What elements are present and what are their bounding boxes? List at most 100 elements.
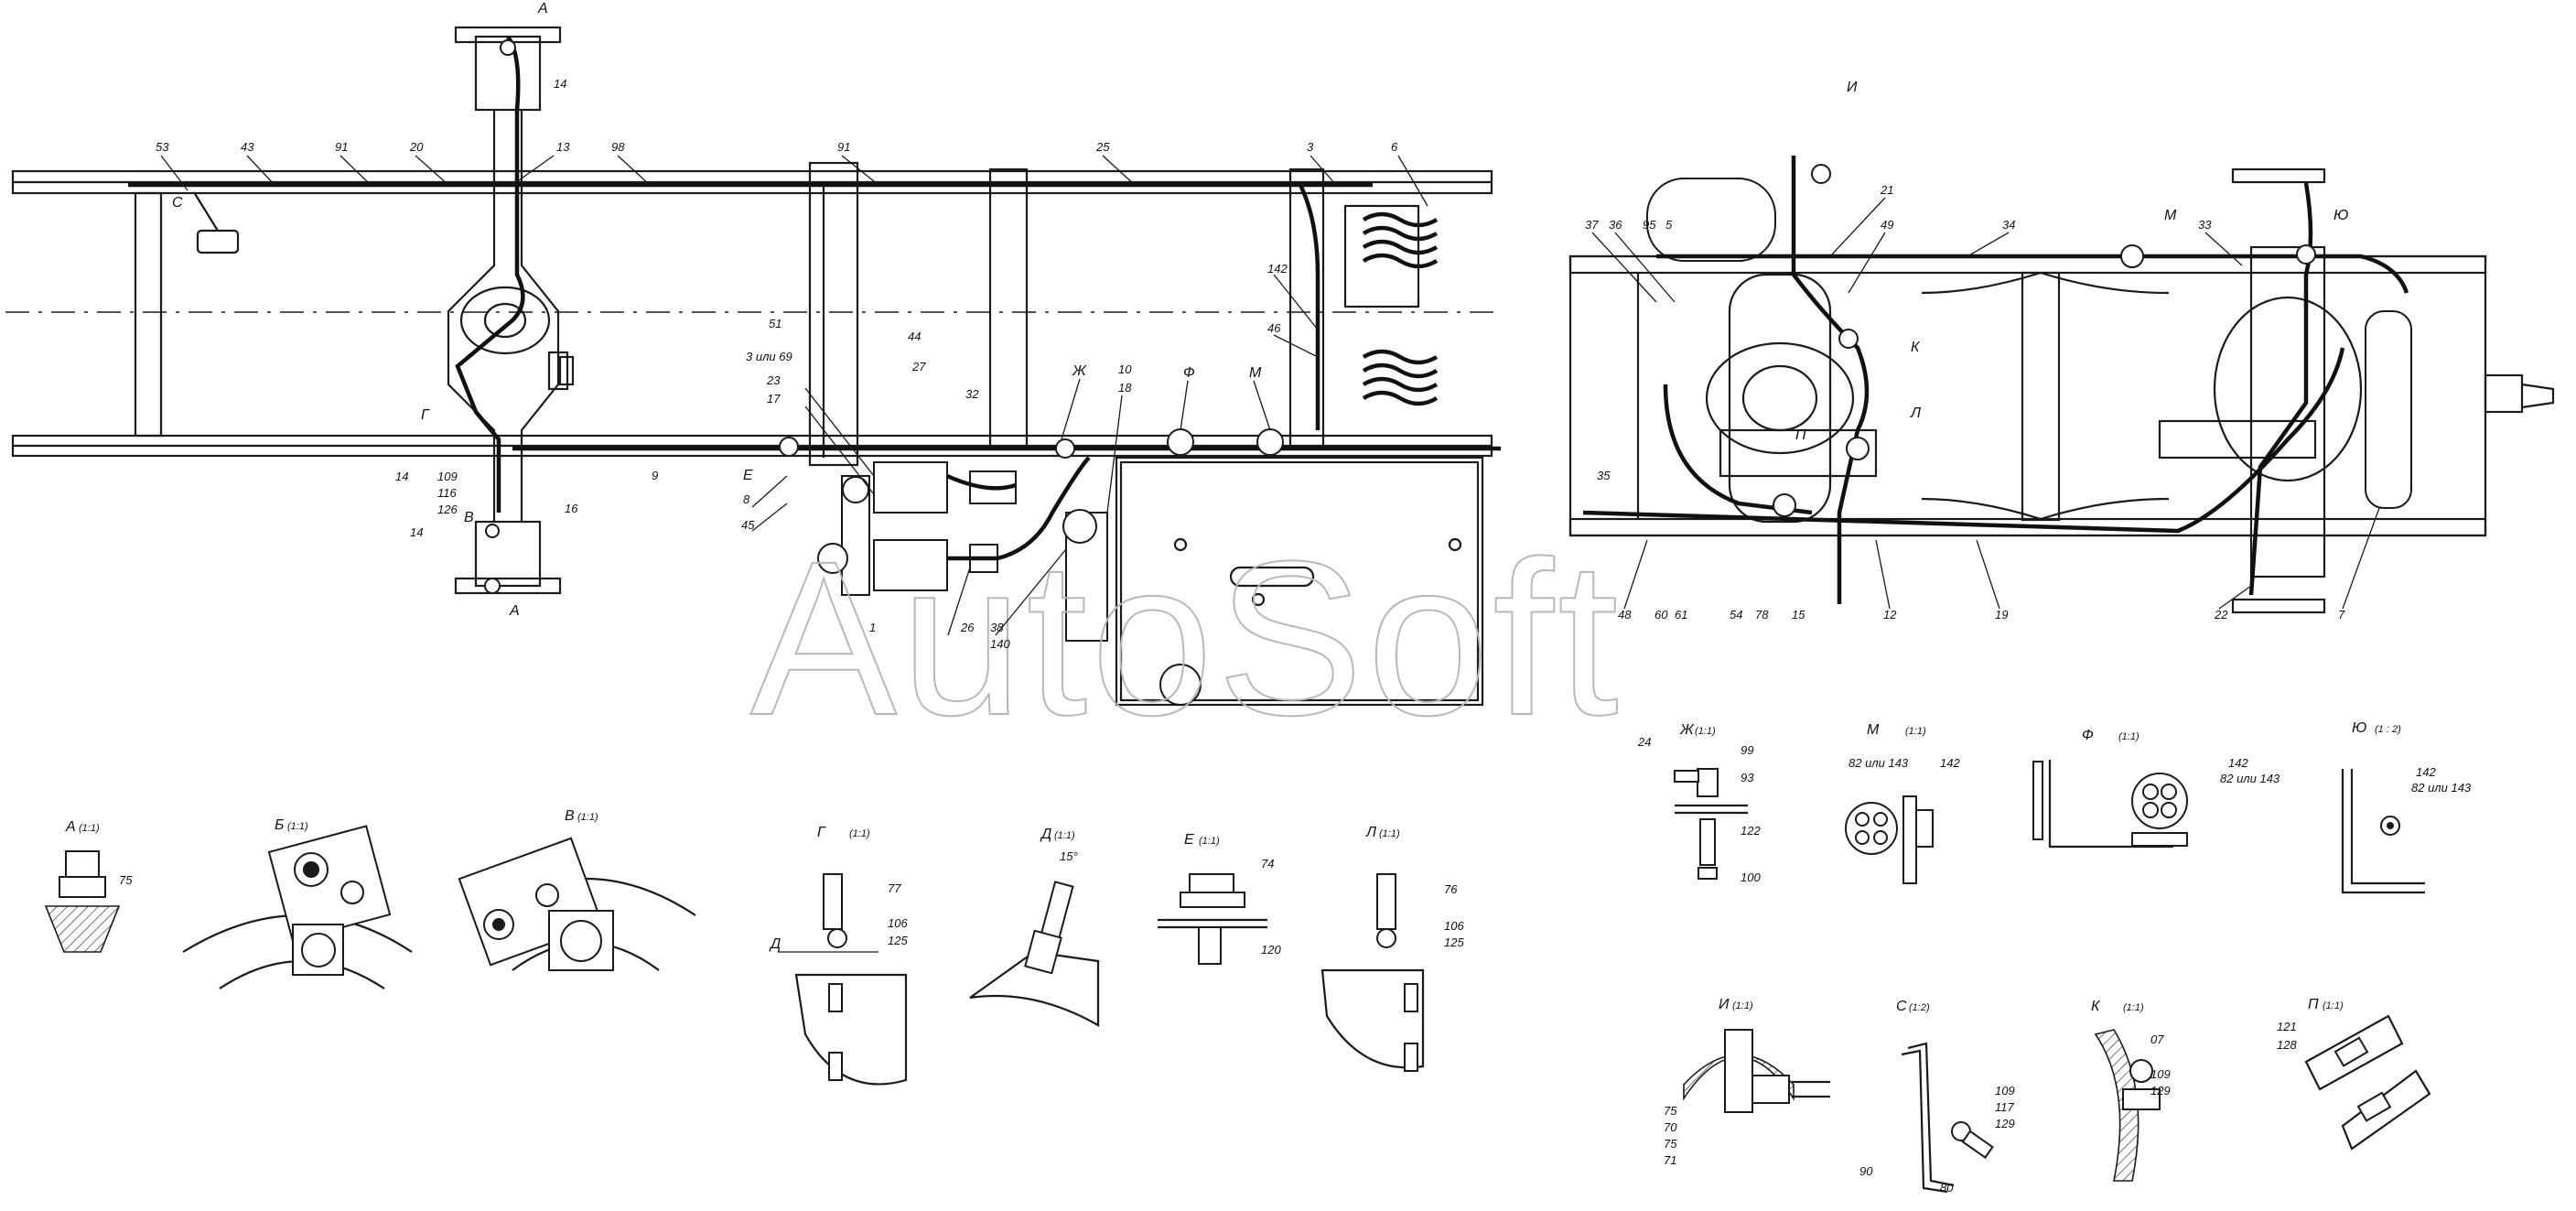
detail-view-titles: А (1:1) 75 Б (1:1) В (1:1) Г (1:1) 77 10… [65, 720, 2472, 1195]
view-V-scale: (1:1) [577, 812, 598, 823]
callout-91-b: 91 [837, 140, 850, 154]
view-Zh-part-93: 93 [1741, 771, 1754, 784]
view-E-part-74: 74 [1261, 857, 1274, 870]
callout-49: 49 [1881, 218, 1893, 232]
view-D-angle: 15° [1060, 849, 1078, 863]
right-chassis-view [1568, 156, 2555, 614]
callout-Zh: Ж [1072, 363, 1087, 379]
callout-5: 5 [1665, 218, 1673, 232]
callout-6: 6 [1391, 140, 1398, 154]
view-B [182, 825, 413, 989]
view-Zh-part-100: 100 [1741, 870, 1761, 884]
view-S [1901, 1042, 1994, 1194]
view-Zh-part-24: 24 [1637, 735, 1651, 749]
view-P-title: П [2308, 997, 2319, 1012]
callouts-left: 53 43 91 20 13 98 91 25 3 6 14 А С 142 4… [156, 1, 1398, 651]
callout-M: М [1249, 365, 1262, 381]
view-G-part-125: 125 [888, 934, 908, 947]
valve-cluster [817, 456, 1091, 596]
callout-109: 109 [437, 470, 458, 483]
view-V-title: В [565, 808, 575, 824]
view-G-section: Д [769, 936, 781, 952]
callout-95: 95 [1643, 218, 1656, 232]
view-Yu-part-82: 82 или 143 [2411, 781, 2472, 795]
callout-G: Г [421, 407, 430, 423]
view-G-title: Г [817, 825, 826, 840]
callout-13: 13 [556, 140, 570, 154]
callout-E: Е [743, 468, 753, 483]
view-L-scale: (1:1) [1379, 828, 1400, 839]
callout-F: Ф [1183, 365, 1195, 381]
view-G [778, 873, 908, 1086]
view-F-scale: (1:1) [2118, 731, 2139, 742]
view-A-scale: (1:1) [79, 823, 100, 834]
callout-18: 18 [1118, 381, 1132, 395]
callout-10: 10 [1118, 362, 1132, 376]
callout-19: 19 [1995, 608, 2008, 622]
view-Zh [1674, 768, 1748, 880]
view-M [1845, 795, 1934, 884]
view-I-part-75: 75 [1664, 1104, 1677, 1118]
view-I-part-70: 70 [1664, 1120, 1677, 1134]
callout-V: В [464, 510, 474, 525]
view-M-part-142: 142 [1940, 756, 1960, 770]
view-A-part-75: 75 [119, 873, 133, 887]
callout-1: 1 [869, 621, 876, 634]
view-I-title: И [1719, 997, 1730, 1012]
callout-25: 25 [1095, 140, 1110, 154]
view-L-part-76: 76 [1444, 882, 1458, 896]
view-Yu-title: Ю [2352, 720, 2366, 736]
callout-36: 36 [1609, 218, 1622, 232]
view-L-title: Л [1365, 825, 1376, 840]
callout-26: 26 [960, 621, 975, 634]
callout-23: 23 [766, 373, 781, 387]
view-L-part-125: 125 [1444, 935, 1464, 949]
callout-A-bottom: А [509, 603, 520, 619]
view-Zh-title: Ж [1679, 722, 1695, 738]
view-P-part-121: 121 [2277, 1020, 2297, 1033]
callout-91: 91 [335, 140, 348, 154]
view-S-part-109: 109 [1995, 1084, 2015, 1097]
view-K [2094, 1029, 2161, 1182]
view-S-part-117: 117 [1995, 1100, 2014, 1114]
callout-M-right: М [2164, 208, 2177, 223]
callout-15: 15 [1792, 608, 1805, 622]
callout-3-or-69: 3 или 69 [746, 350, 792, 363]
view-M-title: М [1867, 722, 1880, 738]
view-I [1683, 1029, 1830, 1113]
callout-I: И [1847, 80, 1858, 95]
view-G-part-77: 77 [888, 881, 901, 895]
leader-lines [160, 155, 2380, 636]
callout-P: П [1795, 427, 1806, 443]
callout-22: 22 [2214, 608, 2228, 622]
view-L-part-106: 106 [1444, 919, 1464, 933]
callout-12: 12 [1883, 608, 1897, 622]
view-S-part-129: 129 [1995, 1117, 2015, 1130]
callout-45: 45 [741, 518, 755, 532]
callout-21: 21 [1880, 183, 1893, 197]
callout-27: 27 [911, 360, 926, 373]
view-F-part-82: 82 или 143 [2220, 772, 2280, 785]
view-P-part-128: 128 [2277, 1038, 2297, 1052]
view-G-scale: (1:1) [849, 828, 870, 839]
callout-60: 60 [1654, 608, 1668, 622]
callout-8: 8 [743, 492, 750, 506]
view-E-scale: (1:1) [1199, 836, 1220, 847]
view-B-title: Б [275, 817, 284, 833]
callout-140: 140 [990, 637, 1010, 651]
view-F [2032, 760, 2188, 849]
callout-78: 78 [1755, 608, 1769, 622]
view-E [1158, 873, 1267, 965]
callout-46: 46 [1267, 321, 1281, 335]
callout-126: 126 [437, 503, 458, 516]
view-D-scale: (1:1) [1054, 830, 1075, 841]
view-Yu-scale: (1 : 2) [2375, 724, 2401, 735]
view-I-part-75-b: 75 [1664, 1137, 1677, 1151]
callout-53: 53 [156, 140, 169, 154]
callout-9: 9 [652, 469, 658, 482]
callouts-right: И 37 36 95 5 21 49 34 М 33 Ю К Л П 35 48… [1585, 80, 2348, 622]
view-S-part-80: 80 [1940, 1181, 1954, 1195]
view-G-part-106: 106 [888, 916, 908, 930]
callout-32: 32 [965, 387, 979, 401]
